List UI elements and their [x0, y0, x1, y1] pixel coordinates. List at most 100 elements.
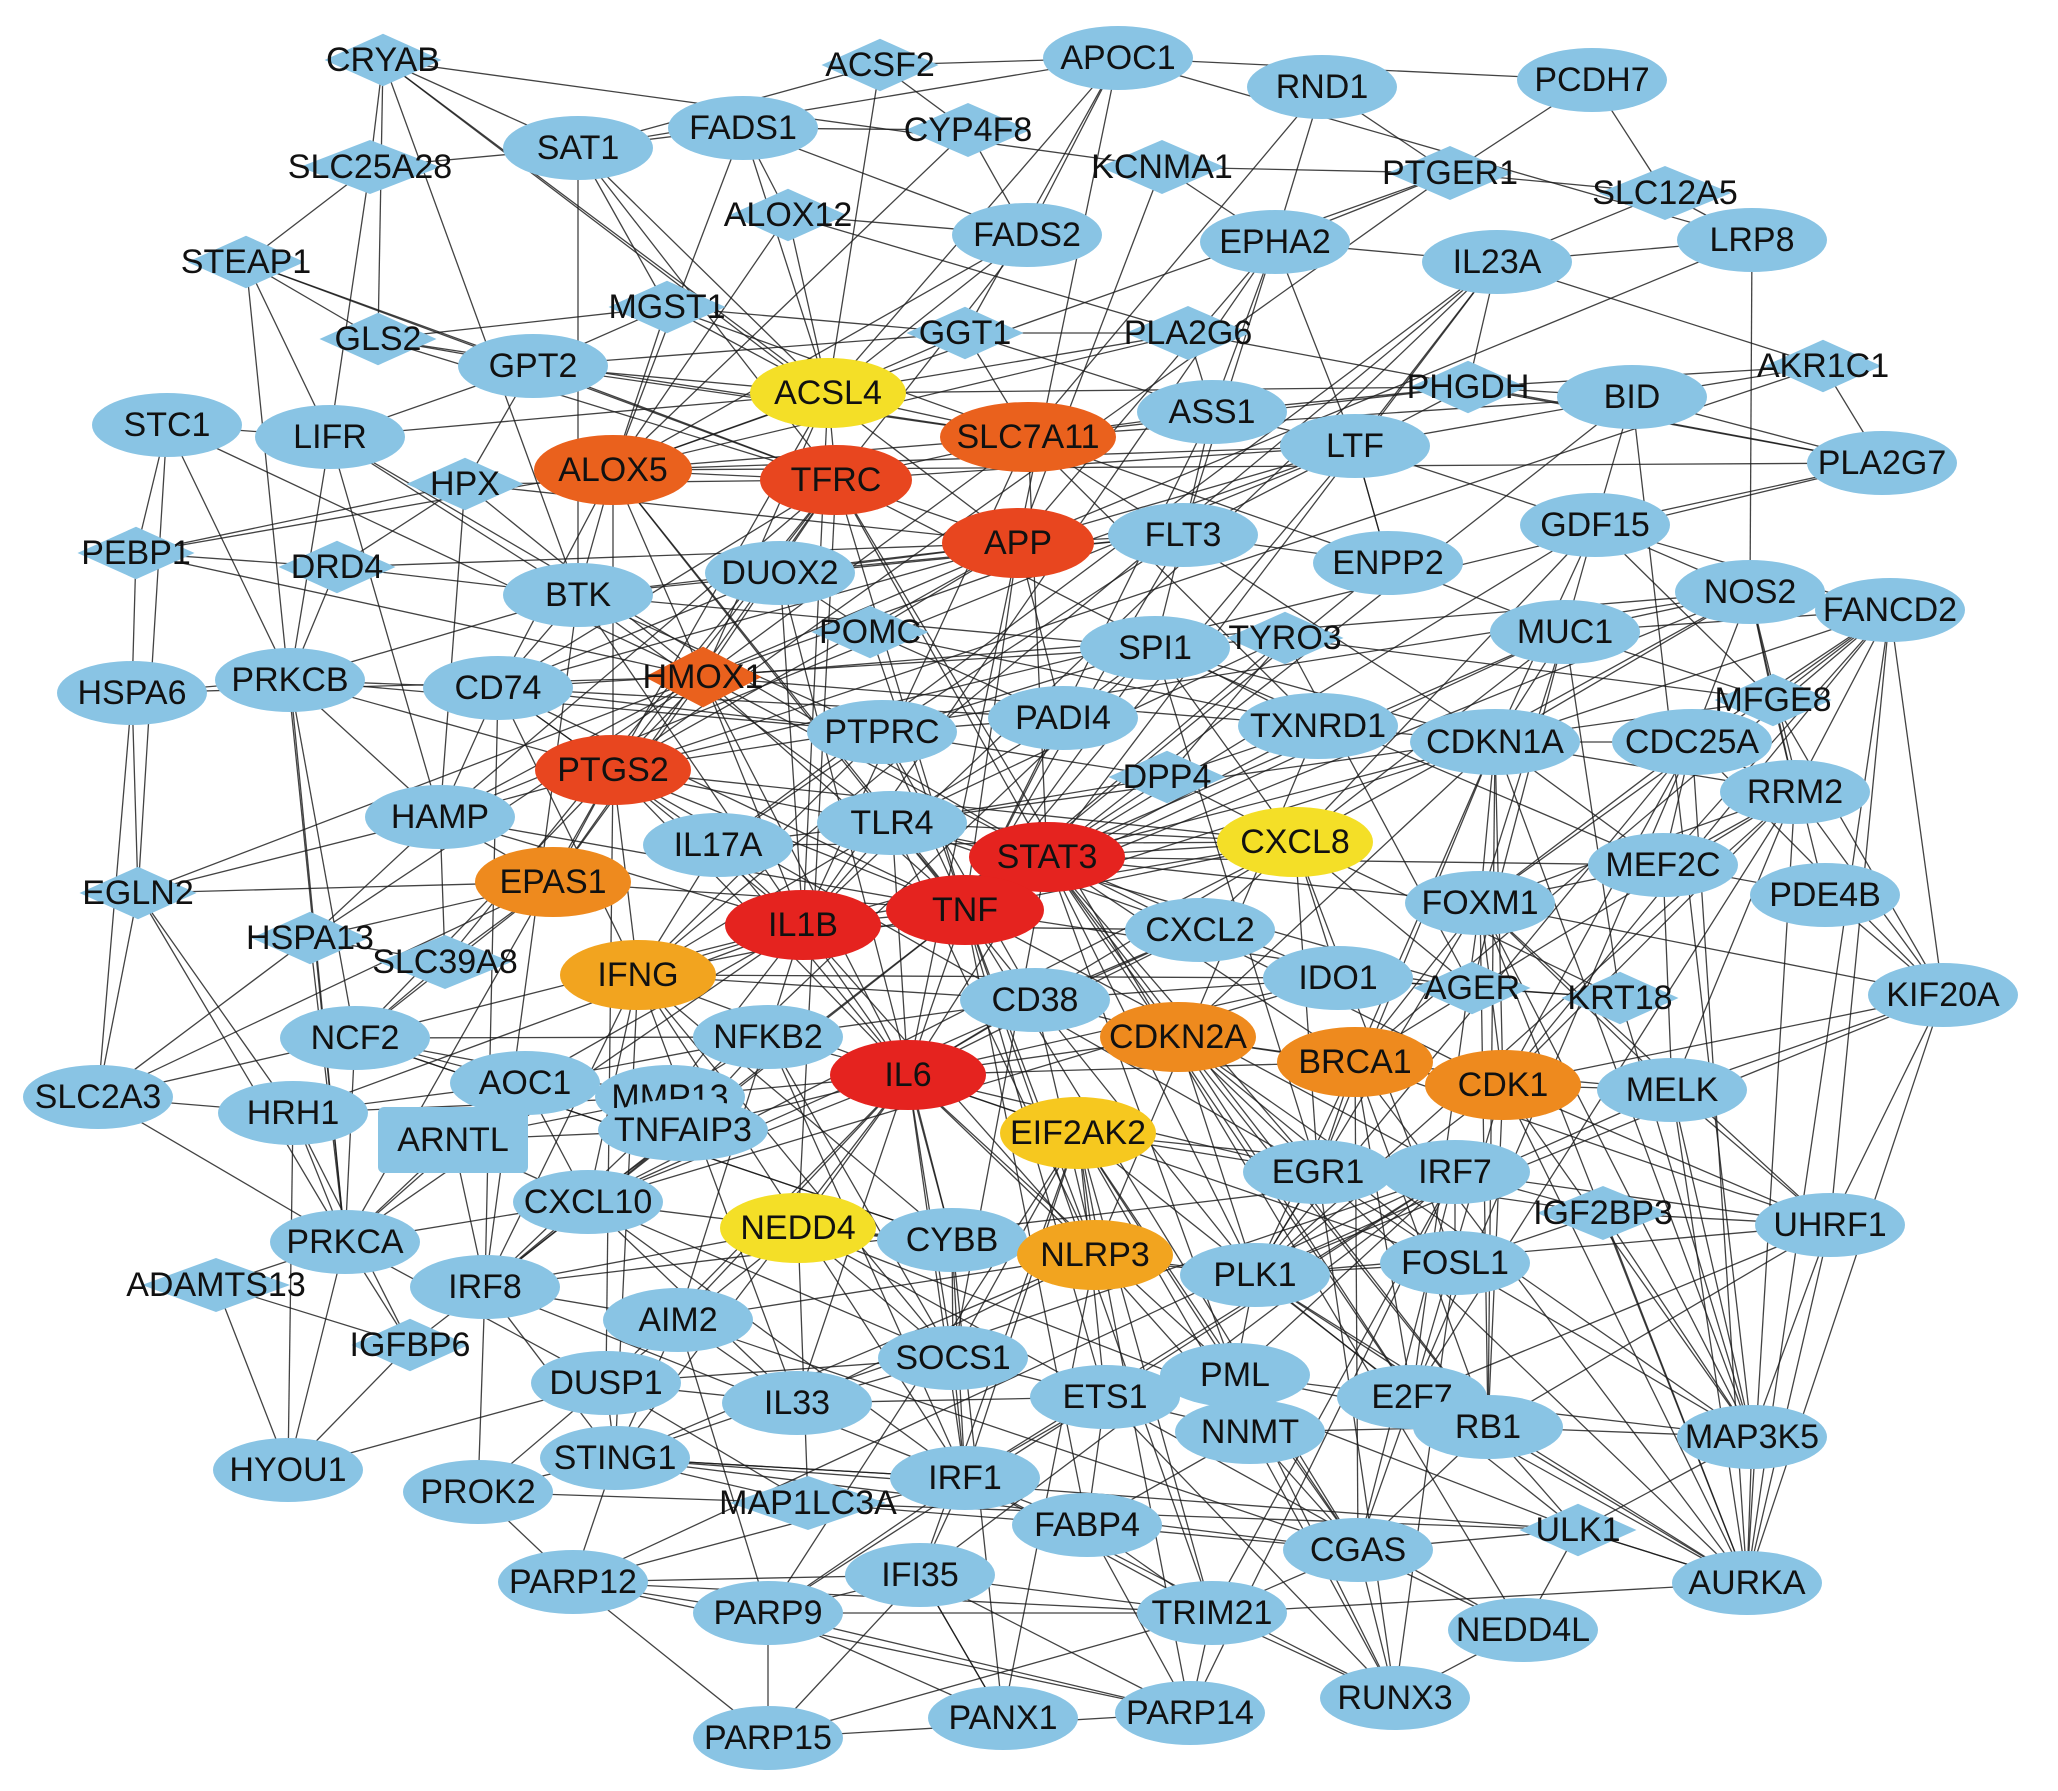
- node-cxcl10[interactable]: CXCL10: [513, 1170, 663, 1234]
- node-irf1[interactable]: IRF1: [890, 1446, 1040, 1510]
- node-spi1[interactable]: SPI1: [1080, 616, 1230, 680]
- node-epas1[interactable]: EPAS1: [475, 847, 631, 917]
- node-ptprc[interactable]: PTPRC: [807, 700, 957, 764]
- node-nos2[interactable]: NOS2: [1675, 560, 1825, 624]
- node-fancd2[interactable]: FANCD2: [1815, 578, 1965, 642]
- node-lrp8[interactable]: LRP8: [1677, 208, 1827, 272]
- node-rb1[interactable]: RB1: [1413, 1395, 1563, 1459]
- node-il6[interactable]: IL6: [830, 1040, 986, 1110]
- node-hspa6[interactable]: HSPA6: [57, 661, 207, 725]
- node-runx3[interactable]: RUNX3: [1320, 1666, 1470, 1730]
- node-ifi35[interactable]: IFI35: [845, 1543, 995, 1607]
- node-bid[interactable]: BID: [1557, 365, 1707, 429]
- node-aoc1[interactable]: AOC1: [450, 1051, 600, 1115]
- node-tyro3[interactable]: TYRO3: [1226, 611, 1344, 665]
- node-sting1[interactable]: STING1: [540, 1426, 690, 1490]
- node-slc7a11[interactable]: SLC7A11: [940, 402, 1116, 472]
- node-il23a[interactable]: IL23A: [1422, 230, 1572, 294]
- node-lifr[interactable]: LIFR: [255, 405, 405, 469]
- node-parp14[interactable]: PARP14: [1115, 1681, 1265, 1745]
- node-ptgs2[interactable]: PTGS2: [535, 735, 691, 805]
- node-slc12a5[interactable]: SLC12A5: [1592, 165, 1738, 221]
- node-slc2a3[interactable]: SLC2A3: [23, 1065, 173, 1129]
- node-ager[interactable]: AGER: [1413, 961, 1531, 1015]
- node-muc1[interactable]: MUC1: [1490, 600, 1640, 664]
- node-ulk1[interactable]: ULK1: [1519, 1503, 1637, 1557]
- node-padi4[interactable]: PADI4: [988, 686, 1138, 750]
- node-nedd4l[interactable]: NEDD4L: [1448, 1598, 1598, 1662]
- node-uhrf1[interactable]: UHRF1: [1755, 1193, 1905, 1257]
- node-cd38[interactable]: CD38: [960, 968, 1110, 1032]
- node-il1b[interactable]: IL1B: [725, 890, 881, 960]
- node-cgas[interactable]: CGAS: [1283, 1518, 1433, 1582]
- node-prkcb[interactable]: PRKCB: [215, 648, 365, 712]
- node-ass1[interactable]: ASS1: [1137, 380, 1287, 444]
- node-pla2g7[interactable]: PLA2G7: [1807, 431, 1957, 495]
- node-tfrc[interactable]: TFRC: [760, 445, 912, 515]
- node-egln2[interactable]: EGLN2: [79, 866, 197, 920]
- node-ggt1[interactable]: GGT1: [906, 306, 1024, 360]
- node-gdf15[interactable]: GDF15: [1520, 493, 1670, 557]
- node-cybb[interactable]: CYBB: [877, 1208, 1027, 1272]
- node-trim21[interactable]: TRIM21: [1137, 1581, 1287, 1645]
- node-btk[interactable]: BTK: [503, 563, 653, 627]
- node-ptger1[interactable]: PTGER1: [1382, 145, 1518, 201]
- node-parp15[interactable]: PARP15: [693, 1706, 843, 1770]
- node-pcdh7[interactable]: PCDH7: [1517, 48, 1667, 112]
- node-slc25a28[interactable]: SLC25A28: [288, 139, 452, 195]
- node-gpt2[interactable]: GPT2: [458, 334, 608, 398]
- node-cxcl2[interactable]: CXCL2: [1125, 898, 1275, 962]
- node-pml[interactable]: PML: [1160, 1343, 1310, 1407]
- node-parp9[interactable]: PARP9: [693, 1581, 843, 1645]
- node-acsf2[interactable]: ACSF2: [821, 38, 939, 92]
- node-prok2[interactable]: PROK2: [403, 1460, 553, 1524]
- node-apoc1[interactable]: APOC1: [1043, 26, 1193, 90]
- node-steap1[interactable]: STEAP1: [181, 235, 311, 289]
- node-ifng[interactable]: IFNG: [560, 940, 716, 1010]
- node-brca1[interactable]: BRCA1: [1277, 1027, 1433, 1097]
- node-cd74[interactable]: CD74: [423, 656, 573, 720]
- node-tnf[interactable]: TNF: [886, 875, 1044, 945]
- node-cryab[interactable]: CRYAB: [324, 33, 442, 87]
- node-hyou1[interactable]: HYOU1: [213, 1438, 363, 1502]
- node-adamts13[interactable]: ADAMTS13: [126, 1257, 306, 1313]
- node-epha2[interactable]: EPHA2: [1200, 210, 1350, 274]
- node-kcnma1[interactable]: KCNMA1: [1091, 139, 1233, 195]
- node-flt3[interactable]: FLT3: [1108, 503, 1258, 567]
- node-igf2bp3[interactable]: IGF2BP3: [1533, 1185, 1673, 1241]
- node-arntl[interactable]: ARNTL: [378, 1107, 528, 1173]
- node-ncf2[interactable]: NCF2: [280, 1006, 430, 1070]
- node-cxcl8[interactable]: CXCL8: [1217, 807, 1373, 877]
- node-panx1[interactable]: PANX1: [928, 1686, 1078, 1750]
- node-cdc25a[interactable]: CDC25A: [1612, 709, 1772, 775]
- node-cyp4f8[interactable]: CYP4F8: [904, 102, 1033, 158]
- node-fads2[interactable]: FADS2: [952, 203, 1102, 267]
- node-il17a[interactable]: IL17A: [643, 813, 793, 877]
- node-acsl4[interactable]: ACSL4: [750, 358, 906, 428]
- node-fads1[interactable]: FADS1: [668, 96, 818, 160]
- node-irf7[interactable]: IRF7: [1380, 1140, 1530, 1204]
- node-ltf[interactable]: LTF: [1280, 414, 1430, 478]
- node-nedd4[interactable]: NEDD4: [720, 1193, 876, 1263]
- node-gls2[interactable]: GLS2: [319, 312, 437, 366]
- node-hrh1[interactable]: HRH1: [218, 1081, 368, 1145]
- node-il33[interactable]: IL33: [722, 1371, 872, 1435]
- node-duox2[interactable]: DUOX2: [705, 541, 855, 605]
- node-nfkb2[interactable]: NFKB2: [693, 1005, 843, 1069]
- node-ets1[interactable]: ETS1: [1030, 1365, 1180, 1429]
- node-aim2[interactable]: AIM2: [603, 1288, 753, 1352]
- node-parp12[interactable]: PARP12: [498, 1550, 648, 1614]
- node-igfbp6[interactable]: IGFBP6: [350, 1318, 471, 1372]
- node-hspa13[interactable]: HSPA13: [246, 911, 374, 965]
- node-aurka[interactable]: AURKA: [1672, 1551, 1822, 1615]
- node-alox5[interactable]: ALOX5: [534, 435, 692, 505]
- node-cdk1[interactable]: CDK1: [1425, 1050, 1581, 1120]
- node-melk[interactable]: MELK: [1597, 1058, 1747, 1122]
- node-tlr4[interactable]: TLR4: [817, 791, 967, 855]
- node-pebp1[interactable]: PEBP1: [77, 526, 195, 580]
- node-map1lc3a[interactable]: MAP1LC3A: [719, 1475, 897, 1531]
- node-krt18[interactable]: KRT18: [1561, 971, 1679, 1025]
- node-fabp4[interactable]: FABP4: [1012, 1493, 1162, 1557]
- node-akr1c1[interactable]: AKR1C1: [1757, 339, 1889, 393]
- node-foxm1[interactable]: FOXM1: [1405, 871, 1555, 935]
